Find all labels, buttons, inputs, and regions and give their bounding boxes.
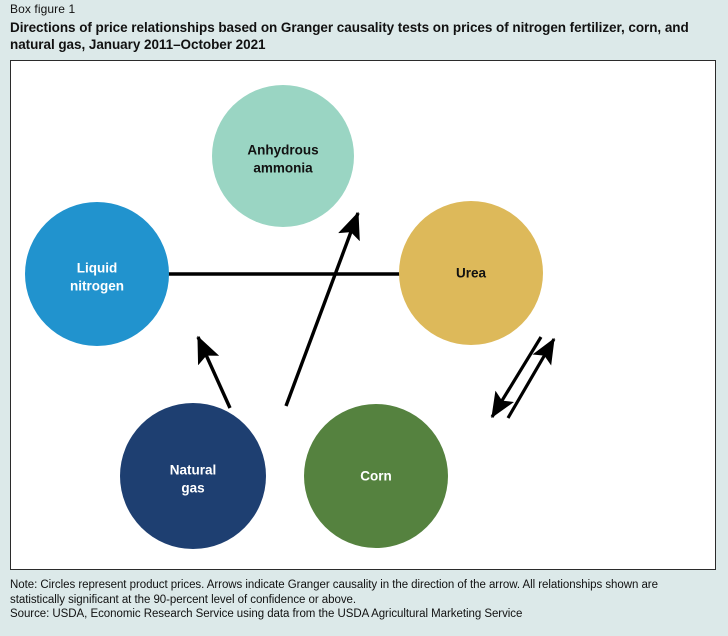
node-liquid-nitrogen-label-line1: Liquid <box>77 261 118 276</box>
node-anhydrous-ammonia-label-line1: Anhydrous <box>247 143 318 158</box>
node-urea-circle[interactable] <box>399 201 543 345</box>
node-liquid-nitrogen[interactable]: Liquid nitrogen <box>25 202 169 346</box>
node-anhydrous-ammonia-label-line2: ammonia <box>253 161 313 176</box>
node-urea-label: Urea <box>456 266 487 281</box>
edge-corn-to-urea <box>506 337 556 419</box>
node-anhydrous-ammonia[interactable]: Anhydrous ammonia <box>212 85 354 227</box>
node-natural-gas-label-line2: gas <box>181 481 204 496</box>
node-corn-circle[interactable] <box>304 404 448 548</box>
edge-natural-gas-to-anhydrous-ammonia <box>284 211 360 407</box>
granger-causality-diagram: Anhydrous ammonia Liquid nitrogen Urea N… <box>25 85 556 549</box>
node-corn-label: Corn <box>360 469 392 484</box>
node-liquid-nitrogen-label-line2: nitrogen <box>70 279 124 294</box>
node-natural-gas-label-line1: Natural <box>170 463 217 478</box>
figure-note: Note: Circles represent product prices. … <box>10 579 658 606</box>
node-urea[interactable]: Urea <box>399 201 543 345</box>
figure-header: Box figure 1 Directions of price relatio… <box>10 2 716 53</box>
node-natural-gas-circle[interactable] <box>120 403 266 549</box>
figure-footer: Note: Circles represent product prices. … <box>10 578 716 622</box>
edge-natural-gas-to-liquid-nitrogen <box>196 335 232 409</box>
figure-title: Directions of price relationships based … <box>10 20 689 52</box>
diagram-panel: Anhydrous ammonia Liquid nitrogen Urea N… <box>10 60 716 570</box>
node-liquid-nitrogen-circle[interactable] <box>25 202 169 346</box>
figure-source: Source: USDA, Economic Research Service … <box>10 608 523 620</box>
node-anhydrous-ammonia-circle[interactable] <box>212 85 354 227</box>
node-group: Anhydrous ammonia Liquid nitrogen Urea N… <box>25 85 543 549</box>
figure-kicker: Box figure 1 <box>10 2 76 16</box>
node-corn[interactable]: Corn <box>304 404 448 548</box>
node-natural-gas[interactable]: Natural gas <box>120 403 266 549</box>
